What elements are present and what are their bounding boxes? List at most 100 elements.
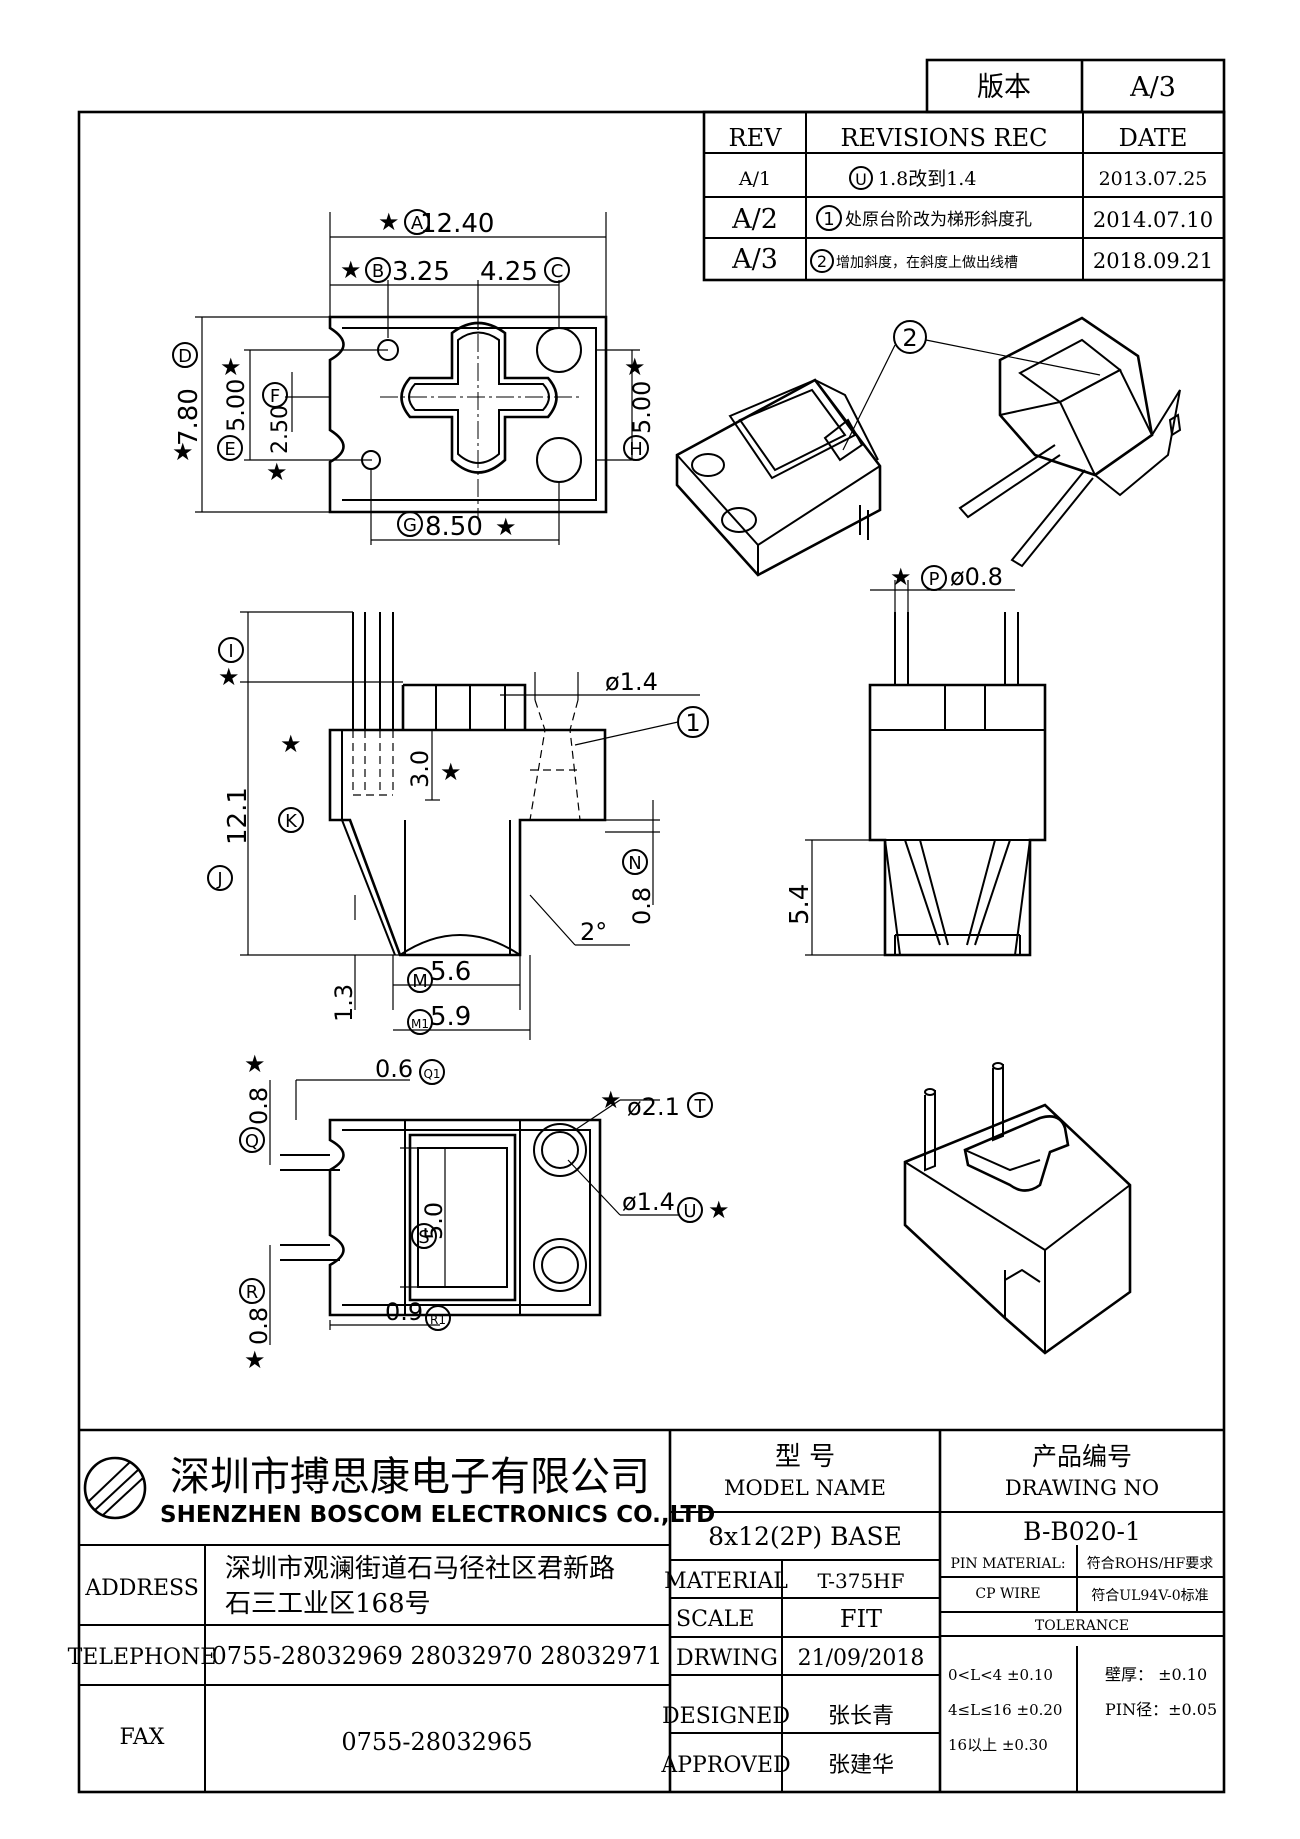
star-icon: ★ [172, 438, 194, 466]
dim-j: 12.1 [223, 787, 253, 845]
star-icon: ★ [708, 1196, 730, 1224]
rev-3-mark: 2 [817, 252, 827, 271]
rev-mark-circle [816, 205, 842, 231]
bottom-view: 0.8 0.6 ø2.1 ø1.4 5.0 0.8 0.9 [245, 1055, 680, 1345]
title-block: 深圳市搏思康电子有限公司 SHENZHEN BOSCOM ELECTRONICS… [68, 1428, 1224, 1792]
rev-mark-circle [849, 166, 873, 190]
drawing-date-value: 21/09/2018 [798, 1646, 925, 1671]
telephone-value: 0755-28032969 28032970 28032971 [212, 1642, 663, 1670]
approved-value: 张建华 [828, 1753, 894, 1778]
model-value: 8x12(2P) BASE [708, 1522, 902, 1551]
rev-1: A/1 [738, 168, 771, 190]
drawing-number: B-B020-1 [1023, 1517, 1141, 1546]
address-label: ADDRESS [84, 1576, 199, 1601]
callout-b: B [372, 261, 384, 282]
star-icon: ★ [890, 563, 912, 591]
dim-d: 7.80 [174, 388, 204, 446]
version-box: 版本 A/3 [925, 58, 1226, 114]
callout-markers: A B C D E F G H I J K M M1 N P Q Q1 R R1… [172, 209, 947, 1331]
company-logo-icon [83, 1456, 147, 1520]
drawing-date-label: DRWING [676, 1646, 778, 1671]
callout-k: K [285, 811, 298, 832]
callout-h: H [629, 439, 643, 460]
tolerance-label: TOLERANCE [1035, 1618, 1129, 1634]
dim-p: ø0.8 [950, 563, 1003, 591]
company-name-cn: 深圳市搏思康电子有限公司 [170, 1454, 650, 1500]
callout-u: U [683, 1201, 696, 1222]
star-icon: ★ [340, 256, 362, 284]
dim-e: 5.00 [222, 379, 250, 432]
material-value: T-375HF [817, 1569, 904, 1593]
callout-n: N [628, 853, 641, 874]
callout-r1: R1 [430, 1313, 446, 1327]
dim-b: 3.25 [392, 257, 450, 287]
star-icon: ★ [378, 208, 400, 236]
address-line-1: 深圳市观澜街道石马径社区君新路 [225, 1554, 615, 1584]
tolerance-1: 0<L<4 ±0.10 [948, 1666, 1053, 1684]
pin-material-value: CP WIRE [975, 1586, 1040, 1602]
dim-t: ø2.1 [627, 1093, 680, 1121]
dim-c: 4.25 [480, 257, 538, 287]
star-icon: ★ [280, 730, 302, 758]
dim-u: ø1.4 [622, 1188, 675, 1216]
balloon-1-label: 1 [685, 709, 700, 737]
dim-m1: 5.9 [430, 1002, 471, 1032]
dim-hole: ø1.4 [605, 668, 658, 696]
model-label-en: MODEL NAME [724, 1476, 886, 1500]
fax-label: FAX [120, 1725, 165, 1750]
callout-c: C [551, 261, 564, 282]
callout-f: F [270, 386, 280, 407]
callout-i: I [228, 641, 233, 662]
dim-m: 5.6 [430, 957, 471, 987]
dim-r: 0.8 [245, 1307, 273, 1345]
telephone-label: TELEPHONE [68, 1645, 217, 1670]
pin-material-label: PIN MATERIAL: [950, 1556, 1065, 1572]
top-view: 12.40 3.25 4.25 7.80 5.00 2.50 8.50 5.00 [174, 209, 656, 545]
dim-n: 0.8 [628, 887, 656, 925]
dim-side-height: 5.4 [785, 884, 815, 925]
wall-tolerance: 壁厚： ±0.10 [1105, 1665, 1207, 1684]
model-label-cn: 型 号 [775, 1442, 835, 1472]
dim-a: 12.40 [420, 209, 494, 239]
dim-g: 8.50 [425, 512, 483, 542]
callout-g: G [403, 515, 417, 536]
version-label: 版本 [977, 72, 1031, 103]
scale-label: SCALE [676, 1607, 754, 1632]
dim-q: 0.8 [245, 1087, 273, 1125]
star-icon: ★ [495, 513, 517, 541]
designed-label: DESIGNED [662, 1704, 790, 1729]
fax-value: 0755-28032965 [341, 1728, 532, 1756]
callout-a: A [411, 213, 424, 234]
star-icon: ★ [218, 663, 240, 691]
callout-m: M [412, 971, 428, 992]
revisions-table: REV REVISIONS REC DATE A/1 U 1.8改到1.4 20… [702, 110, 1226, 282]
star-icon: ★ [600, 1086, 622, 1114]
tolerance-2: 4≤L≤16 ±0.20 [948, 1701, 1062, 1719]
critical-stars: ★ ★ ★ ★ ★ ★ ★ ★ ★ ★ ★ ★ ★ ★ ★ [172, 208, 912, 1374]
star-icon: ★ [244, 1346, 266, 1374]
ul-note: 符合UL94V-0标准 [1091, 1588, 1208, 1604]
dim-k: 3.0 [406, 750, 434, 788]
dim-base: 1.3 [330, 984, 358, 1022]
rev-2-mark: 1 [823, 209, 834, 230]
material-label: MATERIAL [664, 1569, 788, 1594]
rev-1-text: 1.8改到1.4 [878, 168, 976, 190]
rev-3: A/3 [731, 244, 778, 275]
designed-value: 张长青 [828, 1704, 894, 1729]
rev-2: A/2 [731, 204, 778, 235]
dim-angle: 2° [580, 918, 607, 946]
rohs-note: 符合ROHS/HF要求 [1087, 1556, 1213, 1572]
iso-view-2 [958, 316, 1182, 568]
callout-q1: Q1 [423, 1067, 440, 1081]
callout-s: S [418, 1227, 429, 1248]
callout-j: J [216, 869, 222, 890]
rev-2-date: 2014.07.10 [1093, 208, 1213, 232]
rev-3-date: 2018.09.21 [1093, 249, 1213, 273]
dim-s: 5.0 [420, 1202, 448, 1240]
callout-q: Q [245, 1131, 259, 1152]
callout-m1: M1 [411, 1017, 429, 1031]
side-view: ø0.8 5.4 [785, 563, 1047, 957]
rev-2-text: 处原台阶改为梯形斜度孔 [845, 210, 1032, 230]
star-icon: ★ [624, 353, 646, 381]
